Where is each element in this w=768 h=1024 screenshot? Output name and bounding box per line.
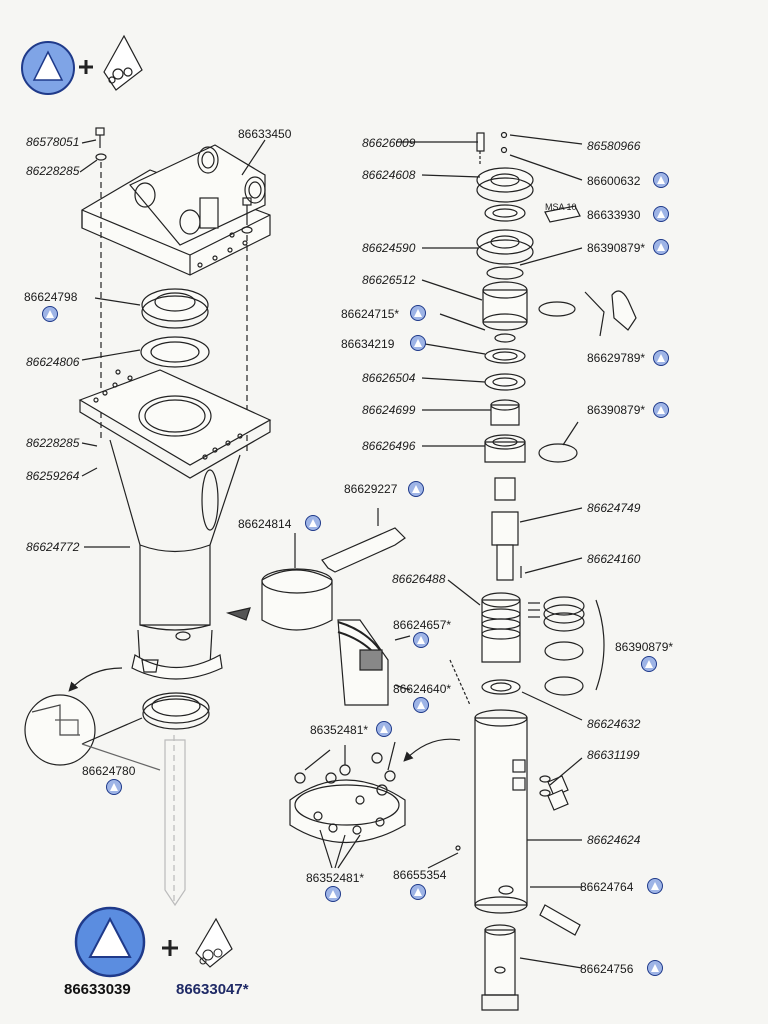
part-label-86624590: 86624590: [362, 241, 416, 255]
part-label-86626512: 86626512: [362, 273, 416, 287]
part-label-86633930: 86633930: [587, 208, 641, 222]
part-label-86624806: 86624806: [26, 355, 80, 369]
kit-triangle-icon: [653, 350, 669, 366]
part-label-86631199: 86631199: [587, 748, 640, 762]
part-label-86626009: 86626009: [362, 136, 416, 150]
part-label-86259264: 86259264: [26, 469, 80, 483]
msa-label: MSA 10: [545, 202, 577, 212]
part-label-86629227: 86629227: [344, 482, 398, 496]
kit-triangle-icon: [647, 960, 663, 976]
kit-triangle-icon: [106, 779, 122, 795]
part-label-86624764: 86624764: [580, 880, 634, 894]
part-label-86390879-c: 86390879*: [615, 640, 674, 654]
kit-triangle-icon: [413, 632, 429, 648]
seal-kit-number: 86633047*: [176, 981, 249, 998]
kit-triangle-icon: [325, 886, 341, 902]
part-label-86352481: 86352481*: [310, 723, 369, 737]
part-label-86655354: 86655354: [393, 868, 447, 882]
part-label-86624756: 86624756: [580, 962, 634, 976]
kit-triangle-icon: [42, 306, 58, 322]
seal-kit-icon: [195, 917, 233, 968]
part-label-86624640: 86624640*: [393, 682, 452, 696]
part-label-86624160: 86624160: [587, 552, 641, 566]
part-label-86624624: 86624624: [587, 833, 641, 847]
kit-triangle-icon: [410, 305, 426, 321]
part-label-86624657: 86624657*: [393, 618, 452, 632]
part-label-86600632: 86600632: [587, 174, 641, 188]
kit-triangle-icon: [305, 515, 321, 531]
part-label-86624749: 86624749: [587, 501, 641, 515]
main-kit-number: 86633039: [64, 981, 131, 998]
kit-triangle-icon: [653, 172, 669, 188]
kit-triangle-icon: [376, 721, 392, 737]
kit-triangle-icon: [410, 335, 426, 351]
part-label-86390879: 86390879*: [587, 241, 646, 255]
kit-triangle-icon: [653, 239, 669, 255]
part-label-86580966: 86580966: [587, 139, 641, 153]
part-label-86624608: 86624608: [362, 168, 416, 182]
part-label-86633450: 86633450: [238, 127, 292, 141]
part-label-86578051: 86578051: [26, 135, 80, 149]
kit-triangle-icon: [647, 878, 663, 894]
part-label-86352481-b: 86352481*: [306, 871, 365, 885]
part-label-86624780: 86624780: [82, 764, 136, 778]
part-label-86626496: 86626496: [362, 439, 416, 453]
kit-triangle-icon: [653, 206, 669, 222]
part-label-86626488: 86626488: [392, 572, 446, 586]
part-label-86228285: 86228285: [26, 164, 80, 178]
kit-legend-graphics: [74, 906, 233, 978]
part-label-86624772: 86624772: [26, 540, 80, 554]
part-label-86626504: 86626504: [362, 371, 416, 385]
kit-triangle-icon: [641, 656, 657, 672]
kit-triangle-icon: [408, 481, 424, 497]
part-label-86629789: 86629789*: [587, 351, 646, 365]
part-label-86228285-b: 86228285: [26, 436, 80, 450]
part-label-86624798: 86624798: [24, 290, 78, 304]
part-label-86634219: 86634219: [341, 337, 395, 351]
kit-triangle-icon: [410, 884, 426, 900]
part-label-86624699: 86624699: [362, 403, 416, 417]
part-label-86624715: 86624715*: [341, 307, 400, 321]
part-label-86624632: 86624632: [587, 717, 641, 731]
part-label-86624814: 86624814: [238, 517, 292, 531]
kit-triangle-icon: [413, 697, 429, 713]
part-label-86390879-b: 86390879*: [587, 403, 646, 417]
kit-triangle-icon: [653, 402, 669, 418]
